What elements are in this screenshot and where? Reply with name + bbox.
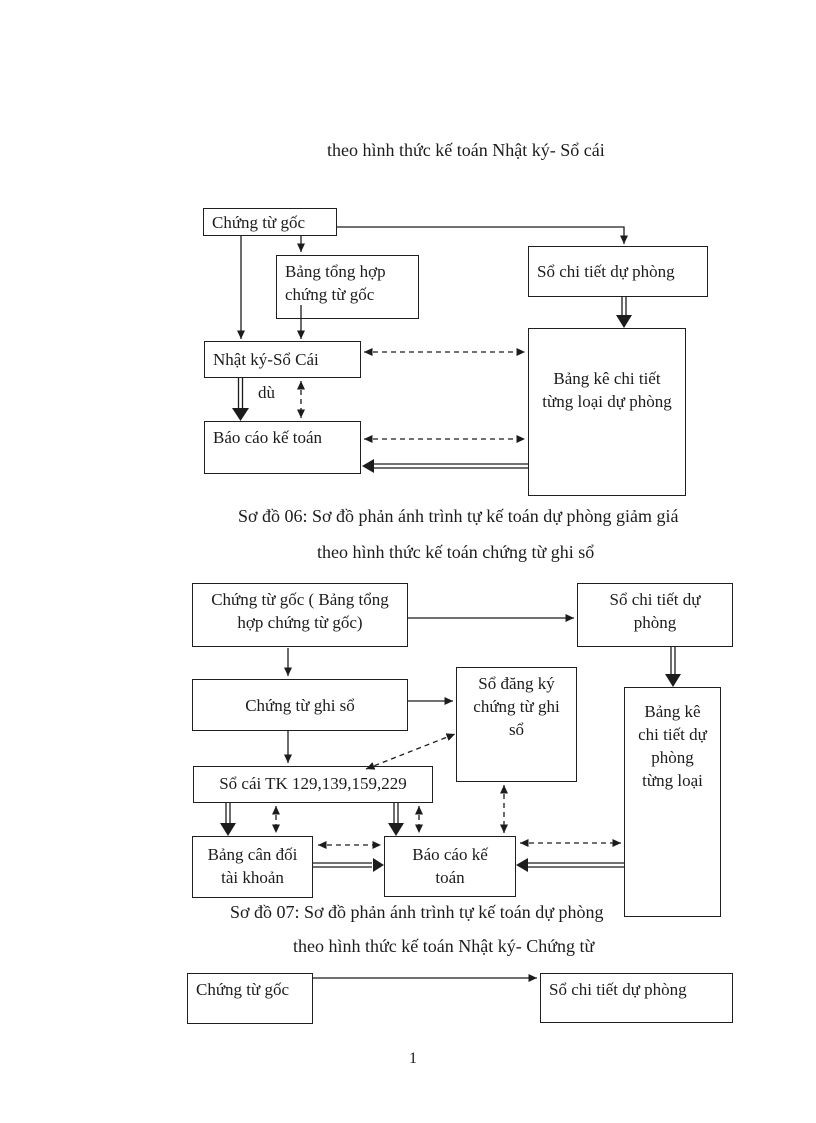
- node-chung-tu-goc: Chứng từ gốc: [187, 973, 313, 1024]
- node-chung-tu-goc-bang-tong-hop: Chứng từ gốc ( Bảng tổng hợp chứng từ gố…: [192, 583, 408, 647]
- node-so-chi-tiet-du-phong: Sổ chi tiết dự phòng: [577, 583, 733, 647]
- node-so-chi-tiet-du-phong: Sổ chi tiết dự phòng: [540, 973, 733, 1023]
- node-nhat-ky-so-cai: Nhật ký-Sổ Cái: [204, 341, 361, 378]
- caption-so-do-06-line1: Sơ đồ 06: Sơ đồ phản ánh trình tự kế toá…: [238, 506, 679, 526]
- node-bang-can-doi: Bảng cân đối tài khoản: [192, 836, 313, 898]
- page-number: 1: [409, 1050, 417, 1067]
- caption-so-do-07-line1: Sơ đồ 07: Sơ đồ phản ánh trình tự kế toá…: [230, 902, 604, 922]
- arrows-diagram2: [220, 614, 681, 872]
- node-bang-tong-hop: Bảng tổng hợp chứng từ gốc: [276, 255, 419, 319]
- node-so-chi-tiet-du-phong: Sổ chi tiết dự phòng: [528, 246, 708, 297]
- node-bang-ke-chi-tiet: Bảng kê chi tiết dự phòng từng loại: [624, 687, 721, 917]
- node-so-cai-tk: Sổ cái TK 129,139,159,229: [193, 766, 433, 803]
- node-bao-cao-ke-toan: Báo cáo kế toán: [204, 421, 361, 474]
- caption-so-do-07-line2: theo hình thức kế toán Nhật ký- Chứng từ: [293, 936, 595, 956]
- node-so-dang-ky: Sổ đăng ký chứng từ ghi sổ: [456, 667, 577, 782]
- label-du: dù: [258, 383, 275, 402]
- caption-so-do-06-line2: theo hình thức kế toán chứng từ ghi sổ: [317, 542, 595, 562]
- node-bao-cao-ke-toan: Báo cáo kế toán: [384, 836, 516, 897]
- node-chung-tu-goc: Chứng từ gốc: [203, 208, 337, 236]
- node-chung-tu-ghi-so: Chứng từ ghi sổ: [192, 679, 408, 731]
- heading-diagram1: theo hình thức kế toán Nhật ký- Sổ cái: [327, 140, 605, 160]
- node-bang-ke-chi-tiet: Bảng kê chi tiết từng loại dự phòng: [528, 328, 686, 496]
